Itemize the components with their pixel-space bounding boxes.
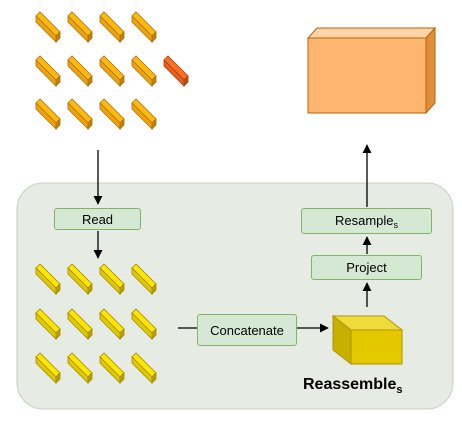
- read-token: [35, 352, 61, 384]
- highlighted-input-token: [163, 55, 189, 87]
- read-token: [99, 352, 125, 384]
- read-node: Read: [54, 208, 141, 230]
- input-token: [67, 98, 93, 130]
- concatenate-label: Concatenate: [210, 322, 284, 338]
- arrows: [93, 144, 372, 333]
- reassemble-group-label: Reassembles: [303, 376, 403, 396]
- input-token: [67, 55, 93, 87]
- input-token: [99, 11, 125, 43]
- concatenate-node: Concatenate: [197, 314, 297, 346]
- input-token: [67, 11, 93, 43]
- read-token: [99, 263, 125, 295]
- project-label: Project: [346, 260, 387, 275]
- read-token: [131, 263, 157, 295]
- input-token: [131, 55, 157, 87]
- read-token: [131, 308, 157, 340]
- read-token: [67, 263, 93, 295]
- input-token: [35, 55, 61, 87]
- resample-label: Resamples: [334, 212, 399, 230]
- input-token: [35, 11, 61, 43]
- read-token: [35, 263, 61, 295]
- read-token: [67, 352, 93, 384]
- input-token: [99, 98, 125, 130]
- project-node: Project: [311, 255, 422, 280]
- resample-node: Resamples: [301, 208, 432, 234]
- read-token: [131, 352, 157, 384]
- input-token: [131, 11, 157, 43]
- read-label: Read: [81, 211, 114, 227]
- input-token: [35, 98, 61, 130]
- input-token-grid: [35, 11, 189, 130]
- read-token: [67, 308, 93, 340]
- read-token: [99, 308, 125, 340]
- input-token: [131, 98, 157, 130]
- input-token: [99, 55, 125, 87]
- concatenated-block: [331, 314, 404, 366]
- read-token-grid: [35, 263, 157, 384]
- read-token: [35, 308, 61, 340]
- output-feature-map: [306, 26, 437, 115]
